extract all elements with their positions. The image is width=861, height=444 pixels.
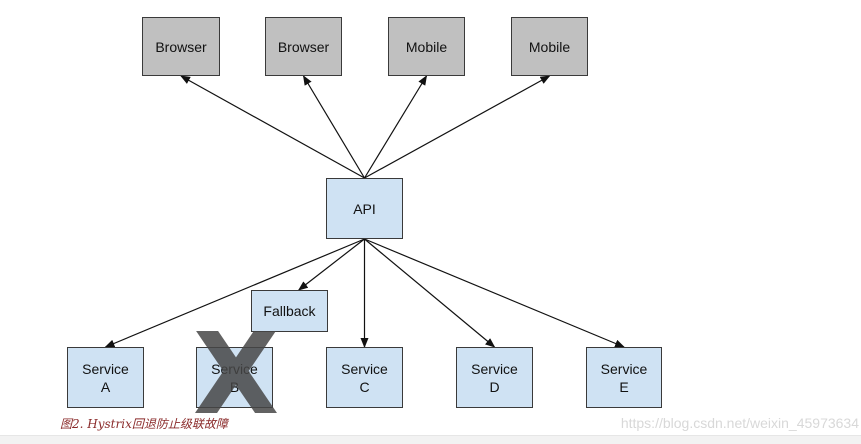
api-label: API [353, 200, 376, 217]
client-node-mobile: Mobile [511, 17, 588, 76]
service-node-b: Service B [196, 347, 273, 408]
edge-api-to-service-3 [364, 238, 496, 348]
client-label: Browser [155, 38, 207, 55]
fallback-label: Fallback [263, 303, 316, 319]
service-node-a: Service A [67, 347, 144, 408]
edge-api-to-client-0 [180, 75, 365, 179]
client-node-mobile: Mobile [388, 17, 465, 76]
client-node-browser: Browser [142, 17, 220, 76]
client-label: Mobile [405, 38, 448, 55]
figure-caption: 图2. Hystrix回退防止级联故障 [60, 417, 228, 431]
watermark: https://blog.csdn.net/weixin_45973634 [620, 415, 859, 431]
api-node: API [326, 178, 403, 239]
service-label: Service A [82, 360, 129, 395]
client-node-browser: Browser [265, 17, 342, 76]
edge-api-to-service-4 [364, 238, 625, 348]
service-label: Service E [600, 360, 648, 395]
service-node-c: Service C [326, 347, 403, 408]
client-label: Mobile [528, 38, 571, 55]
edge-api-to-service-0 [104, 238, 365, 348]
client-label: Browser [277, 38, 330, 55]
failure-x-icon: X [192, 310, 280, 440]
service-label: Service C [341, 360, 388, 395]
fallback-node: Fallback [251, 290, 328, 332]
page-footer-band [0, 435, 861, 444]
edge-api-to-client-3 [364, 75, 551, 179]
edge-api-to-client-2 [363, 75, 428, 179]
service-label: Service B [211, 360, 258, 395]
edge-api-to-client-1 [302, 75, 366, 179]
edge-api-to-fallback [297, 238, 365, 291]
service-label: Service D [471, 360, 518, 395]
service-node-e: Service E [586, 347, 662, 408]
service-node-d: Service D [456, 347, 533, 408]
